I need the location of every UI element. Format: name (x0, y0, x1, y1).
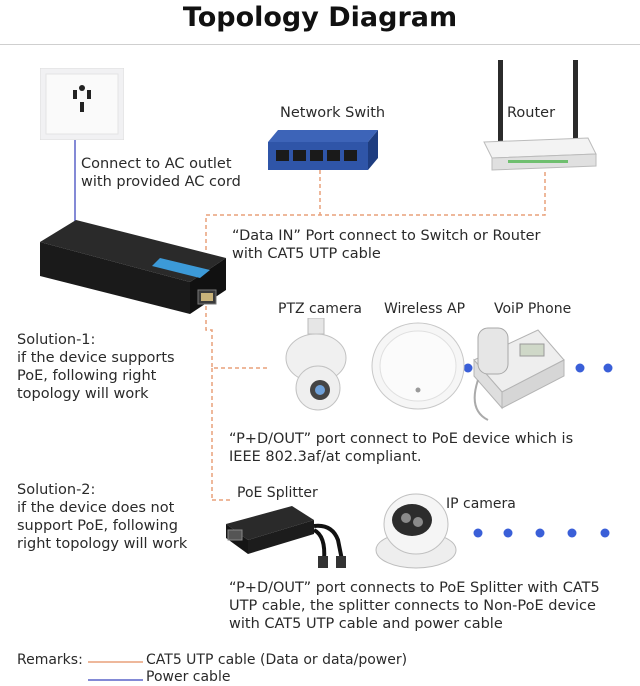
network-switch-label: Network Swith (280, 105, 386, 121)
ac-outlet-label: Connect to AC outlet with provided AC co… (81, 156, 241, 190)
wireless-ap-icon (371, 322, 465, 410)
poe-device-dots (463, 363, 613, 373)
pd-out-1-label: “P+D/OUT” port connect to PoE device whi… (229, 431, 574, 465)
title-divider (0, 44, 640, 45)
remarks-label: Remarks: (17, 652, 83, 668)
solution2-text: Solution-2: if the device does not suppo… (17, 482, 188, 552)
data-in-label: “Data IN” Port connect to Switch or Rout… (232, 228, 541, 262)
router-label: Router (507, 105, 556, 121)
voip-phone-label: VoiP Phone (494, 301, 572, 317)
ip-camera-dots (473, 528, 610, 538)
wireless-ap-label: Wireless AP (384, 301, 466, 317)
pd-out-trunk (205, 292, 268, 369)
poe-injector-icon (40, 220, 226, 314)
page-title: Topology Diagram (182, 2, 458, 33)
router-icon (483, 60, 597, 171)
ip-camera-icon (375, 493, 457, 569)
ptz-camera-icon (285, 318, 347, 411)
legend-power-label: Power cable (146, 669, 231, 685)
legend-cat5-label: CAT5 UTP cable (Data or data/power) (146, 652, 408, 668)
network-switch-icon (268, 130, 378, 170)
poe-splitter-icon (226, 506, 346, 568)
ac-outlet-icon (40, 68, 124, 140)
poe-splitter-label: PoE Splitter (237, 485, 318, 501)
ip-camera-label: IP camera (446, 496, 516, 512)
solution1-text: Solution-1: if the device supports PoE, … (17, 332, 175, 402)
ptz-camera-label: PTZ camera (278, 301, 362, 317)
voip-phone-icon (473, 327, 565, 421)
pd-out-2-label: “P+D/OUT” port connects to PoE Splitter … (229, 580, 600, 632)
